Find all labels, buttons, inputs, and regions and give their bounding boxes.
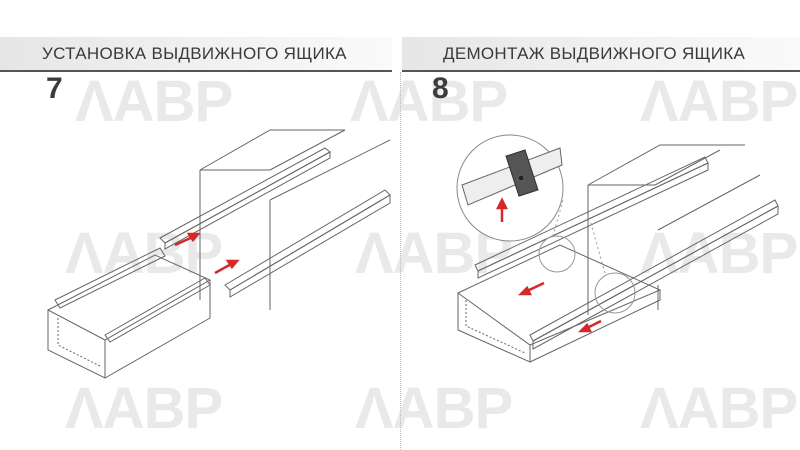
removal-title: ДЕМОНТАЖ ВЫДВИЖНОГО ЯЩИКА — [443, 44, 746, 63]
watermark: ΛАВР — [350, 69, 508, 134]
watermark: ΛАВР — [355, 376, 513, 441]
magnified-lever-detail — [456, 134, 564, 242]
step-number-8: 8 — [432, 72, 449, 105]
red-arrow — [495, 197, 602, 333]
cabinet-right — [587, 144, 761, 315]
detail-circles — [538, 199, 636, 314]
installation-title: УСТАНОВКА ВЫДВИЖНОГО ЯЩИКА — [42, 44, 347, 63]
drawer-box-left — [46, 247, 212, 379]
left-header-band — [0, 37, 392, 70]
right-header-band — [402, 37, 800, 70]
rail-upper-left — [159, 147, 331, 250]
red-arrow — [174, 232, 240, 275]
watermark: ΛАВР — [75, 69, 233, 134]
rail-lower-right — [529, 199, 779, 350]
step-number-7: 7 — [46, 72, 63, 105]
left-header-rule — [0, 70, 392, 72]
rail-lower-left — [224, 189, 391, 298]
cabinet-left — [199, 129, 391, 310]
rail-upper-right — [474, 156, 709, 279]
panel-divider — [400, 72, 401, 450]
drawer-box-right — [457, 244, 662, 363]
watermark: ΛАВР — [640, 376, 798, 441]
right-header-rule — [402, 70, 800, 72]
watermark: ΛАВР — [65, 376, 223, 441]
watermark: ΛАВР — [640, 69, 798, 134]
